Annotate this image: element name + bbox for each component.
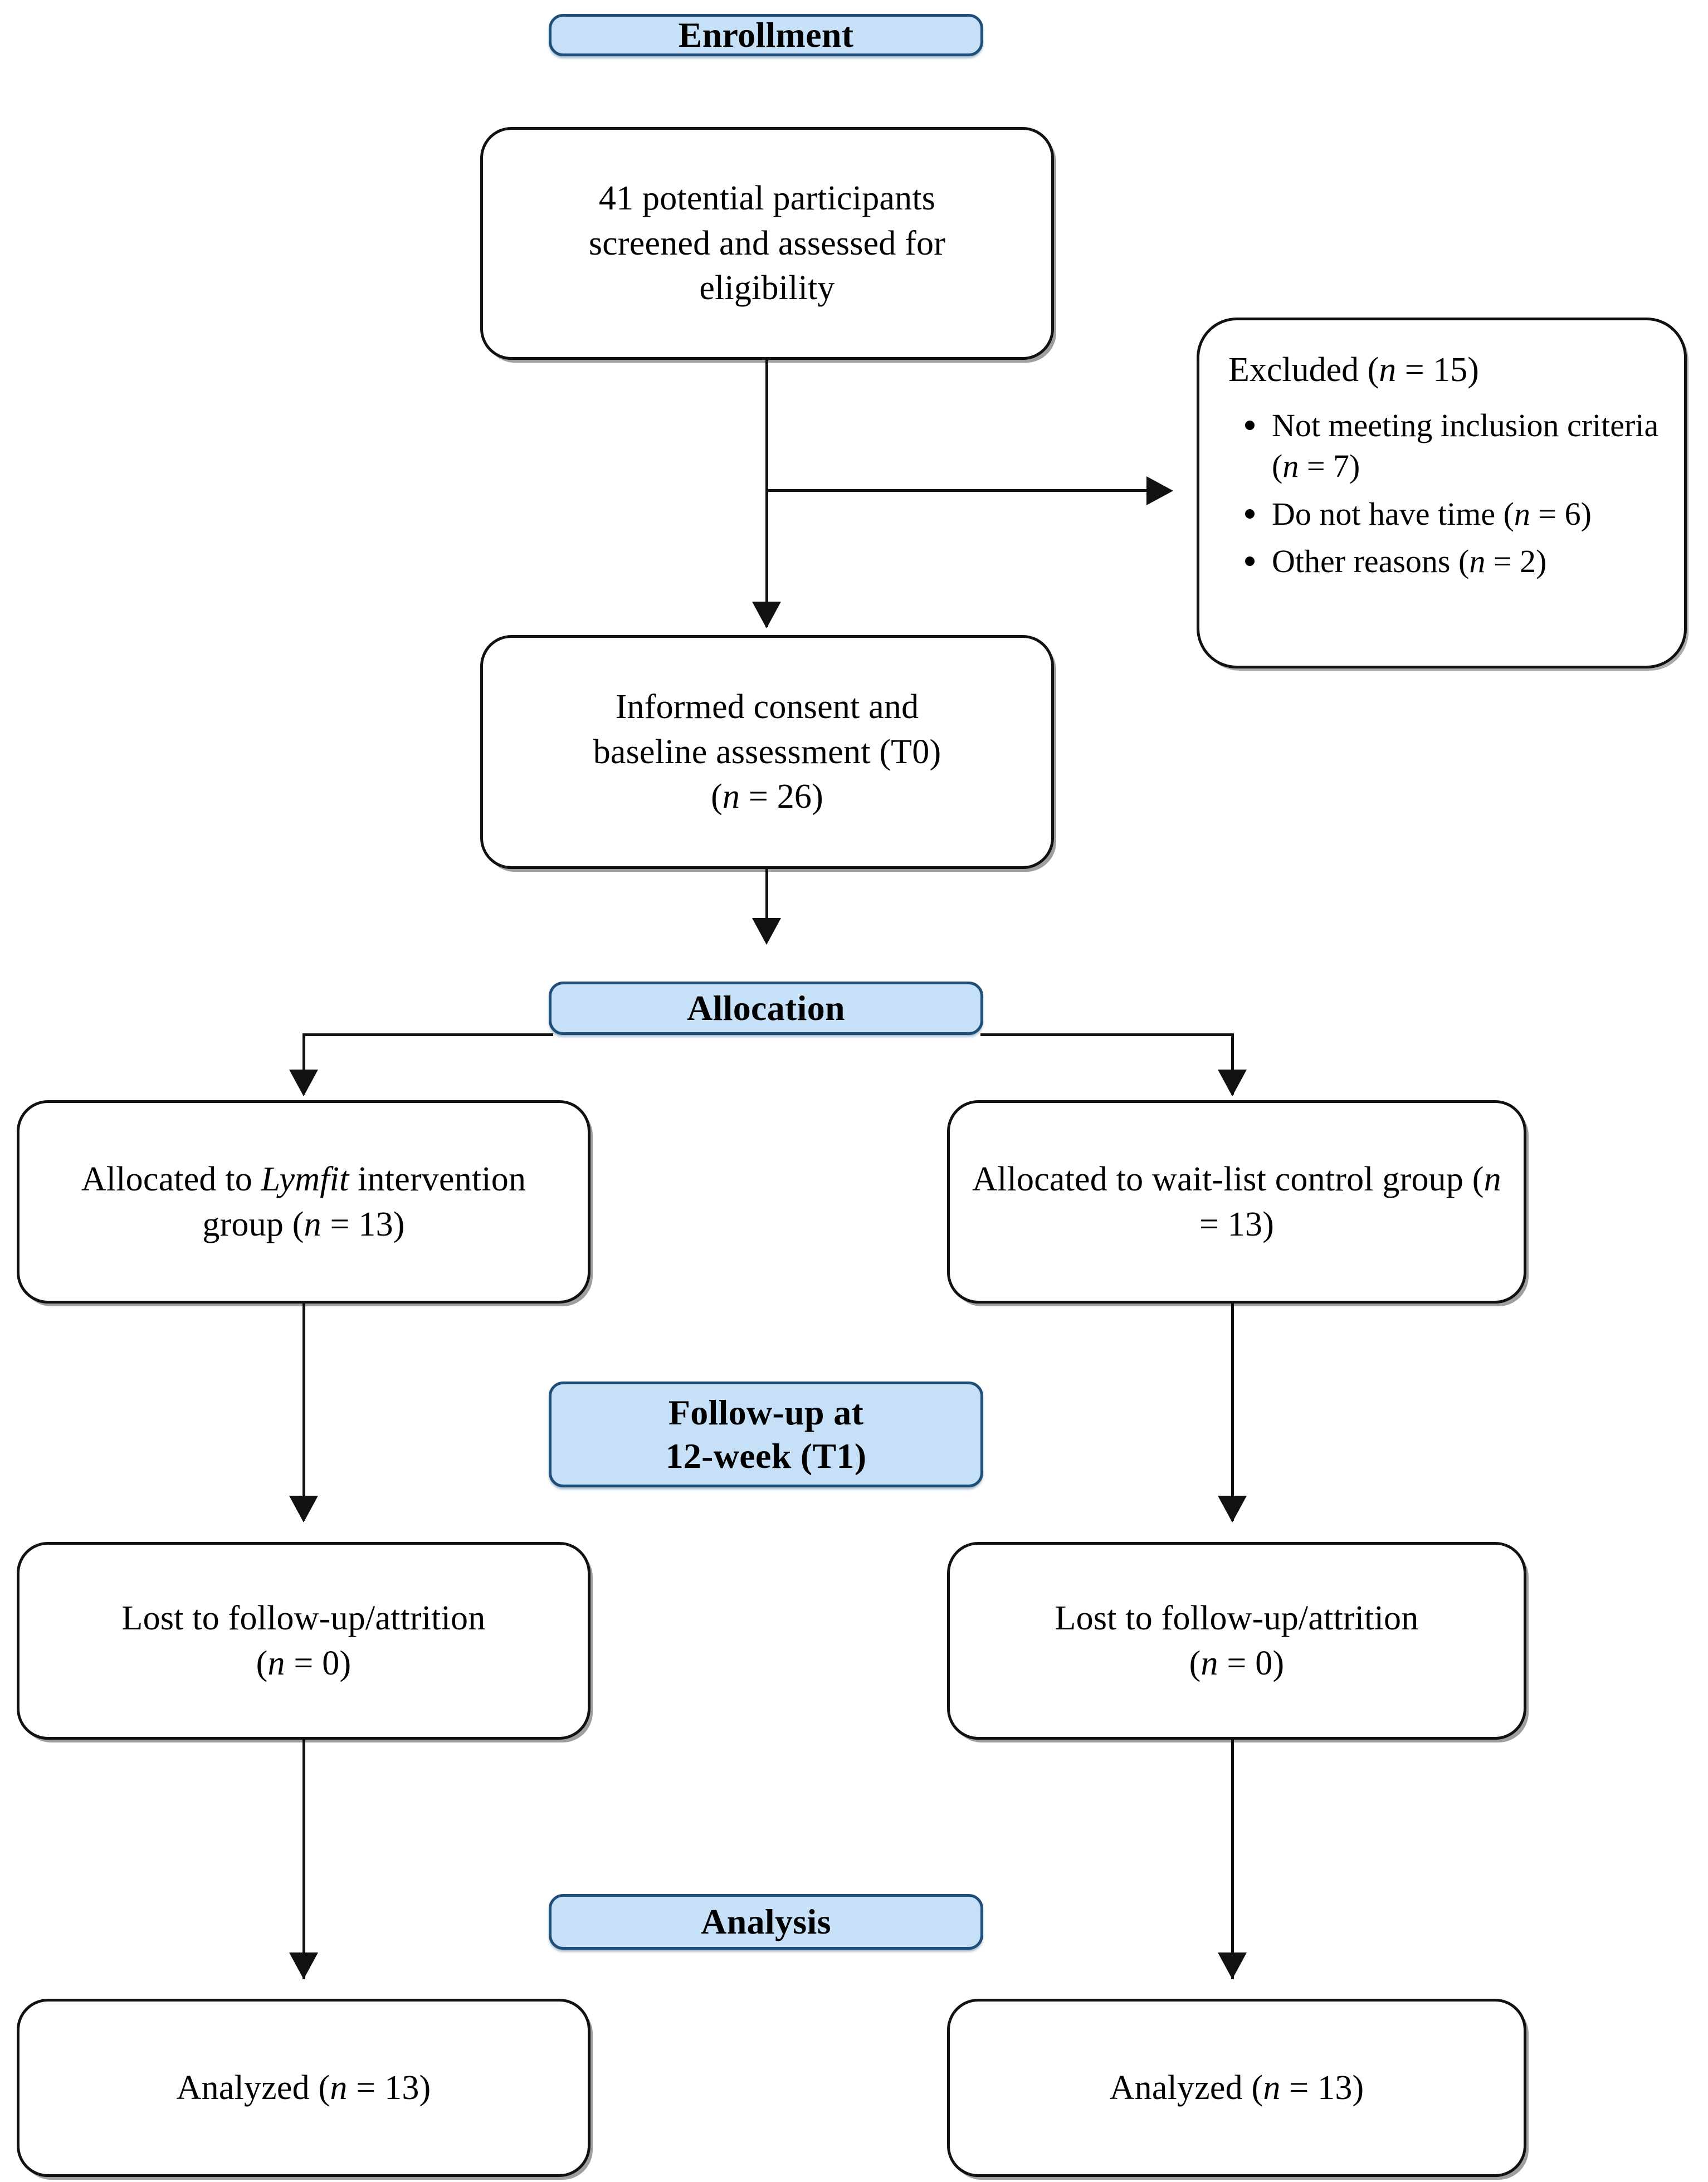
arrowhead-alloc-control-to-lost — [1218, 1496, 1247, 1522]
node-allocated-control-n: n — [1483, 1160, 1501, 1198]
arrowhead-consent-to-allocation — [752, 918, 781, 945]
node-analyzed-control-text: Analyzed (n = 13) — [1091, 2066, 1383, 2111]
stage-banner-enrollment-label: Enrollment — [678, 14, 854, 55]
stage-banner-analysis-label: Analysis — [701, 1901, 831, 1941]
arrowhead-lost-intervention-to-analyzed — [289, 1952, 318, 1979]
node-consent-line3-open: ( — [711, 778, 723, 816]
node-excluded-heading-value: = 15) — [1396, 351, 1479, 389]
node-analyzed-control-pre: Analyzed ( — [1109, 2068, 1263, 2107]
node-excluded-reason-1-value: = 6) — [1530, 495, 1592, 532]
node-analyzed-control-value: = 13) — [1280, 2068, 1364, 2107]
node-excluded-reason-1-n: n — [1514, 495, 1530, 532]
node-lost-control-n: n — [1201, 1644, 1218, 1682]
connector-allocation-right-horizontal — [980, 1033, 1234, 1036]
node-consent-line3-value: = 26) — [740, 778, 823, 816]
node-screened-line3: eligibility — [699, 269, 835, 307]
arrowhead-lost-control-to-analyzed — [1218, 1952, 1247, 1979]
connector-lost-intervention-to-analyzed — [302, 1740, 305, 1979]
node-allocated-intervention-n: n — [304, 1205, 321, 1243]
node-excluded: Excluded (n = 15) Not meeting inclusion … — [1197, 318, 1687, 668]
connector-allocation-left-vertical — [302, 1033, 305, 1095]
node-allocated-intervention-pre: Allocated to — [81, 1160, 261, 1198]
node-allocated-intervention-value: = 13) — [321, 1205, 405, 1243]
connector-consent-to-allocation — [765, 869, 768, 941]
node-allocated-control-value: = 13) — [1199, 1205, 1275, 1243]
stage-banner-followup: Follow-up at 12-week (T1) — [549, 1382, 983, 1487]
node-analyzed-intervention-text: Analyzed (n = 13) — [158, 2066, 450, 2111]
node-excluded-reason-0-n: n — [1282, 448, 1299, 485]
list-item: Do not have time (n = 6) — [1241, 494, 1662, 534]
node-analyzed-intervention-pre: Analyzed ( — [176, 2068, 330, 2107]
node-excluded-heading: Excluded (n = 15) — [1228, 349, 1684, 390]
node-analyzed-intervention-value: = 13) — [347, 2068, 431, 2107]
stage-banner-analysis: Analysis — [549, 1894, 983, 1950]
node-excluded-reason-0-label: Not meeting inclusion criteria ( — [1272, 407, 1659, 485]
node-excluded-heading-n: n — [1379, 351, 1397, 389]
connector-alloc-intervention-to-lost — [302, 1304, 305, 1521]
node-allocated-control: Allocated to wait-list control group (n … — [947, 1100, 1526, 1304]
stage-banner-enrollment: Enrollment — [549, 14, 983, 56]
node-lost-intervention-text: Lost to follow-up/attrition (n = 0) — [103, 1596, 505, 1686]
stage-banner-followup-label: Follow-up at 12-week (T1) — [666, 1391, 867, 1478]
node-excluded-heading-text: Excluded ( — [1228, 351, 1379, 389]
node-excluded-reason-list: Not meeting inclusion criteria (n = 7) D… — [1199, 405, 1684, 581]
node-lost-intervention-n: n — [267, 1644, 285, 1682]
node-screened-line2: screened and assessed for — [588, 224, 946, 262]
node-lost-intervention-line2-open: ( — [256, 1644, 268, 1682]
connector-allocation-left-horizontal — [302, 1033, 553, 1036]
node-lost-control-line1: Lost to follow-up/attrition — [1055, 1599, 1419, 1637]
arrowhead-screened-to-excluded — [1146, 476, 1173, 505]
node-consent-text: Informed consent and baseline assessment… — [574, 685, 960, 819]
node-lost-intervention: Lost to follow-up/attrition (n = 0) — [17, 1542, 591, 1740]
node-excluded-reason-2-label: Other reasons ( — [1272, 543, 1470, 579]
node-consent-line2: baseline assessment (T0) — [593, 733, 941, 771]
node-excluded-reason-2-value: = 2) — [1485, 543, 1547, 579]
node-lost-control-line2-open: ( — [1189, 1644, 1201, 1682]
node-lost-control-text: Lost to follow-up/attrition (n = 0) — [1036, 1596, 1438, 1686]
node-lost-intervention-line1: Lost to follow-up/attrition — [121, 1599, 486, 1637]
node-allocated-intervention-text: Allocated to Lymfit intervention group (… — [19, 1157, 588, 1247]
node-lost-intervention-value: = 0) — [285, 1644, 352, 1682]
stage-banner-followup-line2: 12-week (T1) — [665, 1436, 867, 1476]
stage-banner-allocation-label: Allocation — [687, 988, 845, 1028]
connector-alloc-control-to-lost — [1231, 1304, 1234, 1521]
arrowhead-allocation-left — [289, 1070, 318, 1096]
node-excluded-reason-2-n: n — [1469, 543, 1486, 579]
node-screened: 41 potential participants screened and a… — [480, 127, 1054, 360]
node-screened-text: 41 potential participants screened and a… — [570, 176, 964, 311]
node-excluded-reason-0-value: = 7) — [1299, 448, 1360, 485]
node-allocated-control-text: Allocated to wait-list control group (n … — [950, 1157, 1524, 1247]
node-consent-line1: Informed consent and — [615, 688, 919, 726]
node-allocated-intervention: Allocated to Lymfit intervention group (… — [17, 1100, 591, 1304]
arrowhead-alloc-intervention-to-lost — [289, 1496, 318, 1522]
stage-banner-allocation: Allocation — [549, 982, 983, 1035]
node-analyzed-control-n: n — [1263, 2068, 1281, 2107]
connector-screened-to-excluded — [765, 489, 1150, 492]
node-consent: Informed consent and baseline assessment… — [480, 635, 1054, 869]
node-allocated-intervention-brand: Lymfit — [261, 1160, 349, 1198]
arrowhead-allocation-right — [1218, 1070, 1247, 1096]
list-item: Other reasons (n = 2) — [1241, 541, 1662, 582]
arrowhead-screened-to-consent — [752, 602, 781, 628]
node-lost-control: Lost to follow-up/attrition (n = 0) — [947, 1542, 1526, 1740]
connector-screened-to-consent — [765, 360, 768, 627]
stage-banner-followup-line1: Follow-up at — [668, 1392, 864, 1432]
node-allocated-control-pre: Allocated to wait-list control group ( — [972, 1160, 1484, 1198]
list-item: Not meeting inclusion criteria (n = 7) — [1241, 405, 1662, 486]
connector-allocation-right-vertical — [1231, 1033, 1234, 1095]
node-analyzed-intervention-n: n — [330, 2068, 348, 2107]
node-analyzed-control: Analyzed (n = 13) — [947, 1999, 1526, 2177]
node-lost-control-value: = 0) — [1218, 1644, 1285, 1682]
node-consent-line3-n: n — [722, 778, 740, 816]
node-excluded-reason-1-label: Do not have time ( — [1272, 495, 1514, 532]
node-screened-line1: 41 potential participants — [598, 179, 936, 218]
node-allocated-intervention-mid: intervention group ( — [202, 1160, 526, 1243]
node-analyzed-intervention: Analyzed (n = 13) — [17, 1999, 591, 2177]
connector-lost-control-to-analyzed — [1231, 1740, 1234, 1979]
